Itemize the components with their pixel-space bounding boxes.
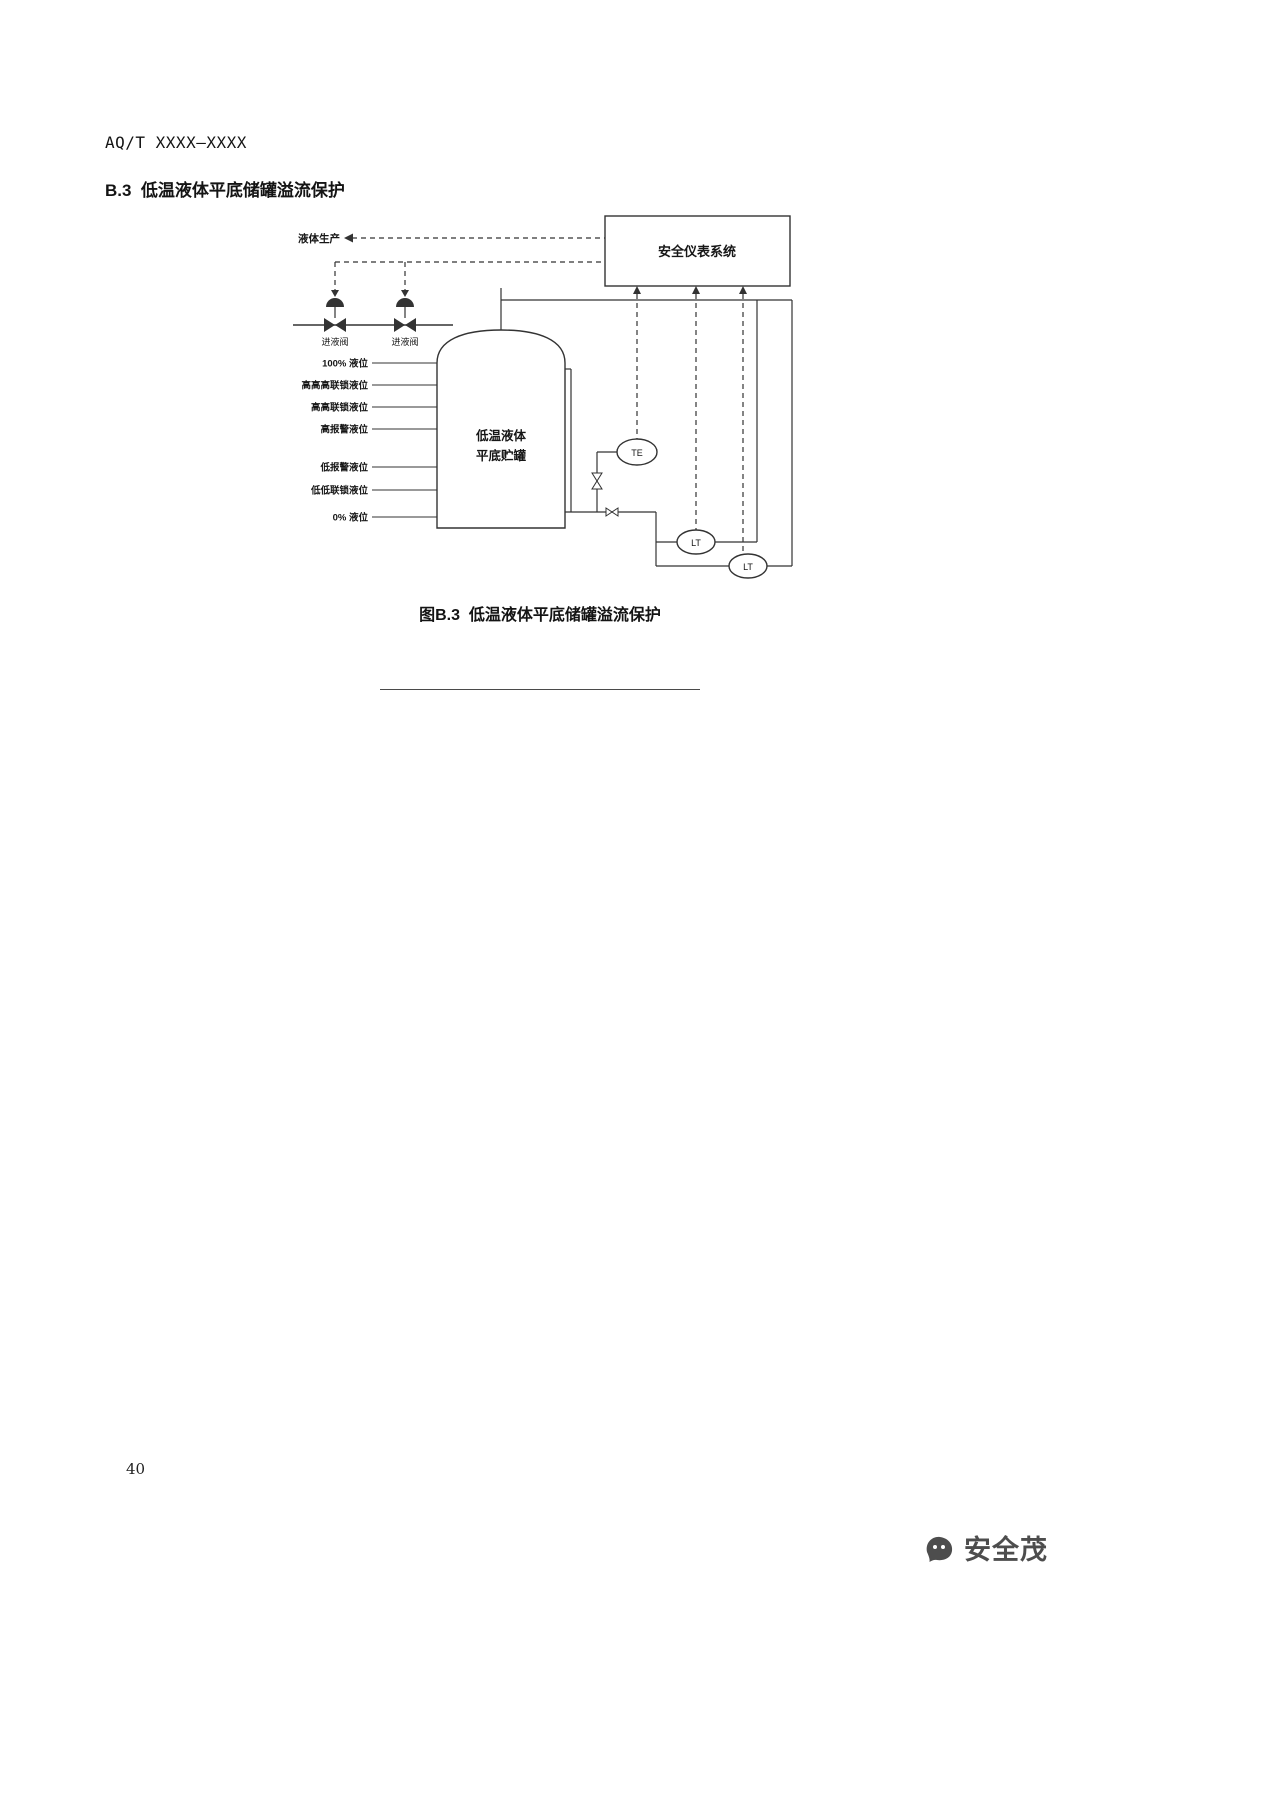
inlet-valve-2-label: 进液阀 bbox=[391, 336, 418, 347]
tank-label-line1: 低温液体 bbox=[475, 428, 527, 443]
doc-code: AQ/T XXXX—XXXX bbox=[105, 133, 247, 152]
section-heading: B.3 低温液体平底储罐溢流保护 bbox=[105, 181, 345, 200]
lt2-label: LT bbox=[743, 562, 753, 572]
page-number: 40 bbox=[126, 1460, 146, 1478]
arrow-up-icon bbox=[692, 286, 700, 294]
lt1-bubble bbox=[676, 529, 716, 555]
te-label: TE bbox=[631, 448, 643, 458]
inlet-valve-1: 进液阀 bbox=[321, 298, 349, 347]
sis-box bbox=[604, 215, 791, 287]
valve-body-icon bbox=[405, 318, 416, 332]
sis-block: 安全仪表系统 bbox=[604, 215, 791, 287]
brand-watermark: 安全茂 bbox=[921, 1528, 1048, 1567]
valve-body-icon bbox=[394, 318, 405, 332]
inlet-valve-2: 进液阀 bbox=[391, 298, 419, 347]
arrow-up-icon bbox=[739, 286, 747, 294]
arrow-left-icon bbox=[344, 233, 353, 243]
sis-label: 安全仪表系统 bbox=[658, 244, 736, 259]
small-fitting-icon bbox=[611, 507, 619, 517]
valve-body-icon bbox=[324, 318, 335, 332]
small-valve-icon bbox=[591, 480, 603, 490]
small-fitting-icon bbox=[605, 507, 613, 517]
arrow-down-icon bbox=[401, 290, 409, 297]
tap-lines bbox=[501, 299, 793, 567]
level-label-high-alarm: 高报警液位 bbox=[320, 424, 368, 436]
te-instrument: TE bbox=[591, 438, 658, 517]
lt2-bubble bbox=[728, 553, 768, 579]
tank-label-line2: 平底贮罐 bbox=[476, 448, 527, 463]
figure-caption: 图B.3 低温液体平底储罐溢流保护 bbox=[419, 607, 661, 624]
lt1-label: LT bbox=[691, 538, 701, 548]
level-label-ll: 低低联锁液位 bbox=[310, 485, 369, 497]
overflow-protection-diagram: 安全仪表系统 液体生产 进液阀 进液 bbox=[293, 215, 793, 579]
valve-body-icon bbox=[335, 318, 346, 332]
tank-outline bbox=[436, 329, 566, 529]
level-marks: 100% 液位 高高高联锁液位 高高联锁液位 高报警液位 低报警液位 低低联锁液… bbox=[301, 358, 437, 524]
valve-actuator-icon bbox=[396, 298, 414, 307]
level-label-0: 0% 液位 bbox=[333, 512, 369, 524]
small-valve-icon bbox=[591, 472, 603, 482]
brand-icon bbox=[926, 1536, 953, 1562]
te-bubble bbox=[616, 438, 658, 466]
level-label-hh: 高高联锁液位 bbox=[311, 402, 369, 414]
level-label-hhh: 高高高联锁液位 bbox=[301, 380, 368, 392]
feed-signal-lines: 液体生产 bbox=[298, 232, 605, 297]
brand-text: 安全茂 bbox=[964, 1535, 1048, 1565]
storage-tank: 低温液体 平底贮罐 bbox=[436, 288, 566, 529]
valve-actuator-icon bbox=[326, 298, 344, 307]
level-label-100: 100% 液位 bbox=[322, 358, 368, 370]
instrument-signal-lines bbox=[633, 286, 747, 554]
arrow-up-icon bbox=[633, 286, 641, 294]
section-divider bbox=[380, 689, 700, 690]
liquid-production-label: 液体生产 bbox=[298, 232, 340, 245]
level-label-low-alarm: 低报警液位 bbox=[319, 462, 368, 474]
lt-instruments: LT LT bbox=[676, 529, 768, 579]
arrow-down-icon bbox=[331, 290, 339, 297]
inlet-valve-1-label: 进液阀 bbox=[321, 336, 348, 347]
